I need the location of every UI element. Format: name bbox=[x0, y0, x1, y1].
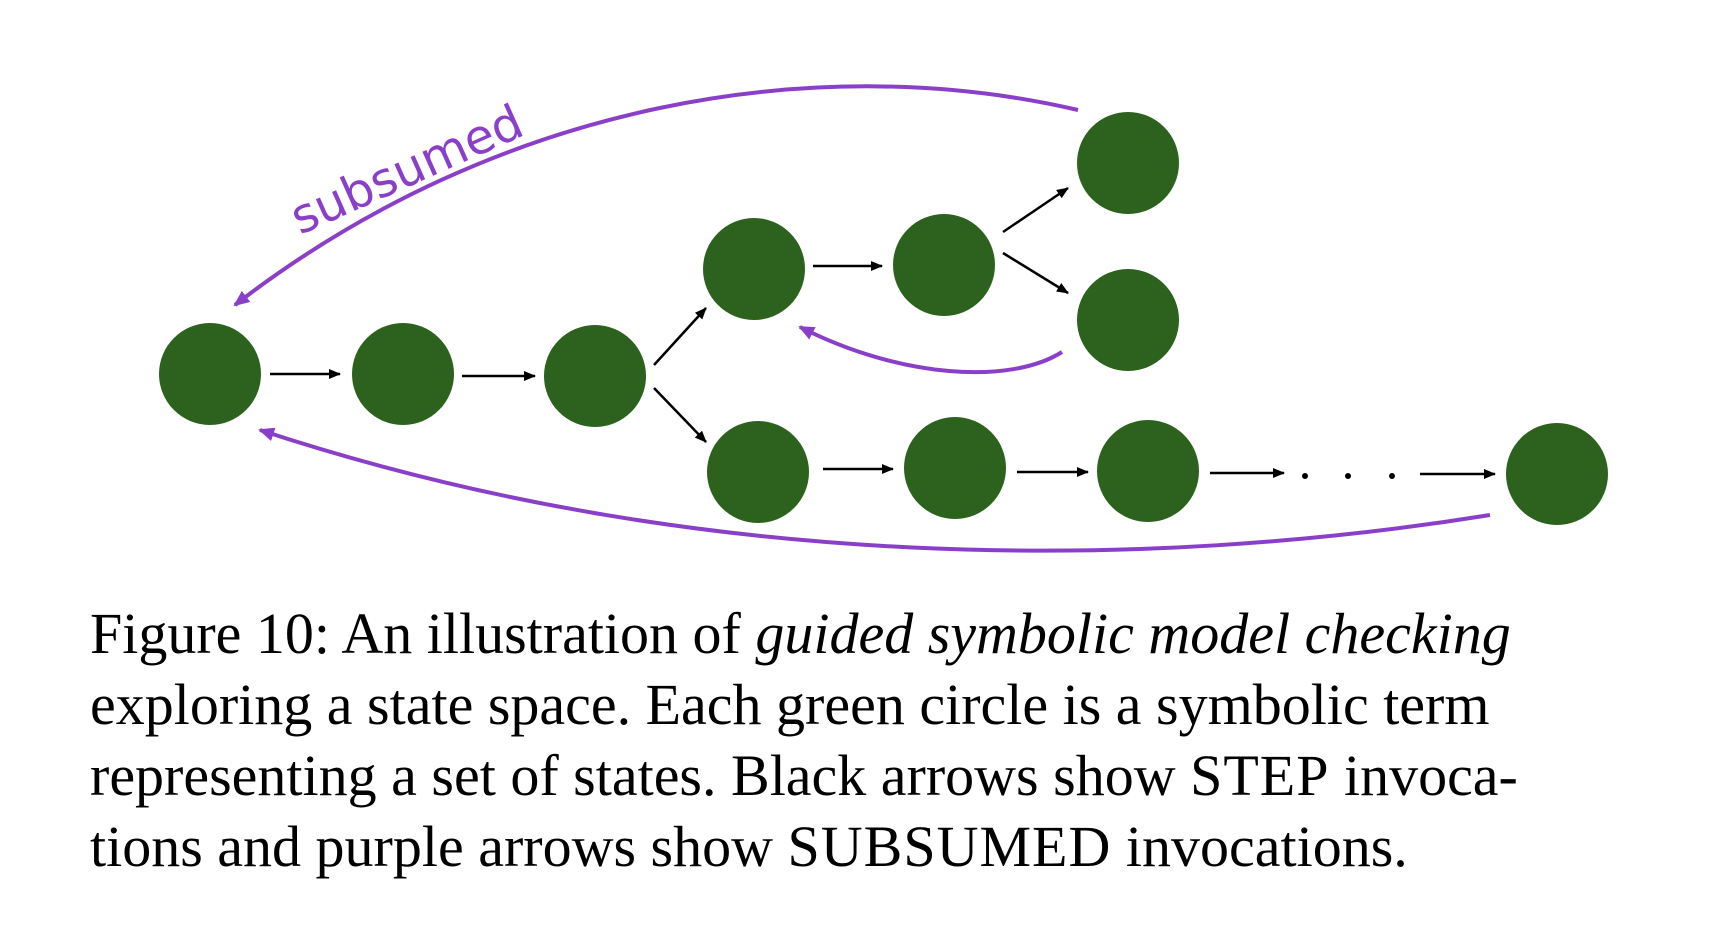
subsumed-arrow-bottom bbox=[258, 427, 1491, 553]
state-node bbox=[893, 214, 995, 316]
state-node bbox=[1097, 420, 1199, 522]
caption-line-3: representing a set of states. Black arro… bbox=[90, 740, 1690, 811]
caption-text: Figure 10: An illustration of bbox=[90, 601, 756, 666]
subsumed-arrow-middle bbox=[798, 325, 1064, 375]
step-arrow bbox=[653, 387, 707, 443]
caption-text: representing a set of states. Black arro… bbox=[90, 743, 1191, 808]
caption-line-2: exploring a state space. Each green circ… bbox=[90, 672, 1490, 737]
state-node bbox=[707, 421, 809, 523]
subsumed-label: subsumed bbox=[282, 94, 531, 246]
caption-emphasis: guided symbolic model checking bbox=[755, 601, 1511, 666]
caption-line-4: tions and purple arrows show SUBSUMED in… bbox=[90, 811, 1690, 882]
state-node bbox=[1077, 112, 1179, 214]
caption-text: invocations. bbox=[1111, 814, 1408, 879]
caption-text: tions and purple arrows show bbox=[90, 814, 788, 879]
caption-text: invoca- bbox=[1329, 743, 1518, 808]
step-arrow bbox=[1002, 186, 1069, 234]
step-arrow bbox=[1002, 251, 1069, 295]
state-node bbox=[904, 417, 1006, 519]
subsumed-keyword: SUBSUMED bbox=[787, 814, 1112, 879]
state-node bbox=[1506, 423, 1608, 525]
state-node bbox=[1077, 269, 1179, 371]
state-node bbox=[703, 218, 805, 320]
figure-caption: Figure 10: An illustration of guided sym… bbox=[90, 598, 1690, 882]
state-node bbox=[352, 323, 454, 425]
state-node bbox=[544, 325, 646, 427]
ellipsis bbox=[1302, 473, 1395, 479]
state-space-diagram: subsumed bbox=[159, 84, 1608, 553]
step-arrow bbox=[653, 307, 707, 366]
caption-line-1: Figure 10: An illustration of guided sym… bbox=[90, 598, 1690, 669]
state-node bbox=[159, 323, 261, 425]
subsumed-arrow-top bbox=[233, 84, 1079, 307]
step-keyword: STEP bbox=[1190, 743, 1330, 808]
